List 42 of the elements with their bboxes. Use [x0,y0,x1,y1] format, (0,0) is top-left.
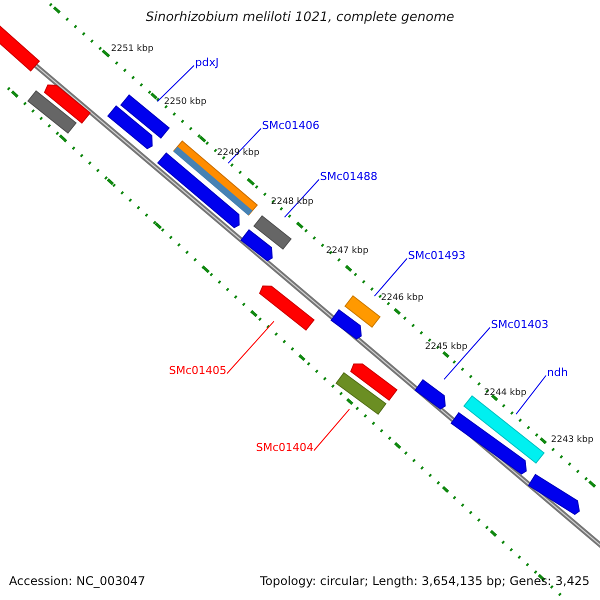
gene-bar [259,285,315,331]
accession-text: Accession: NC_003047 [9,575,146,587]
gene-bar [344,295,381,328]
gene-bar [44,84,91,124]
gene-bar [330,309,362,340]
gene-bar [414,379,446,410]
title: Sinorhizobium meliloti 1021, complete genome [144,11,456,24]
gene-bar [27,90,77,134]
gene-bar [335,372,387,415]
scale-label: 2248 kbp [271,198,314,206]
gene-bar [450,412,527,475]
gene-label: SMc01493 [408,250,466,260]
scale-label: 2249 kbp [217,148,260,158]
leader-line [314,408,350,451]
leader-line [228,128,262,164]
leader-line [516,375,546,415]
gene-label: SMc01405 [169,364,227,376]
leader-line [374,258,408,297]
leader-line [444,327,490,380]
gene-bar [463,395,545,464]
gene-bar [350,363,398,401]
gene-bar [528,474,580,515]
scale-label: 2243 kbp [551,436,594,444]
gene-label: ndh [547,366,568,378]
leader-line [284,179,320,218]
gene-label: SMc01404 [256,442,314,452]
gene-bar [240,229,273,262]
scale-label: 2244 kbp [484,388,526,398]
scale-label: 2246 kbp [381,294,424,302]
gene-bar [107,105,153,150]
leader-line [156,65,194,102]
scale-label: 2251 kbp [111,44,154,54]
scale-label: 2250 kbp [164,98,206,106]
genome-info-text: Topology: circular; Length: 3,654,135 bp; Genes: 3,425 [260,575,590,587]
gene-label: SMc01406 [262,120,320,130]
scale-label: 2247 kbp [326,246,368,256]
gene-label: SMc01488 [320,170,378,182]
gene-label: pdxJ [195,56,219,68]
leader-line [226,320,274,374]
gene-bar [253,215,292,250]
gene-label: SMc01403 [491,318,549,330]
scale-label: 2245 kbp [425,342,468,352]
